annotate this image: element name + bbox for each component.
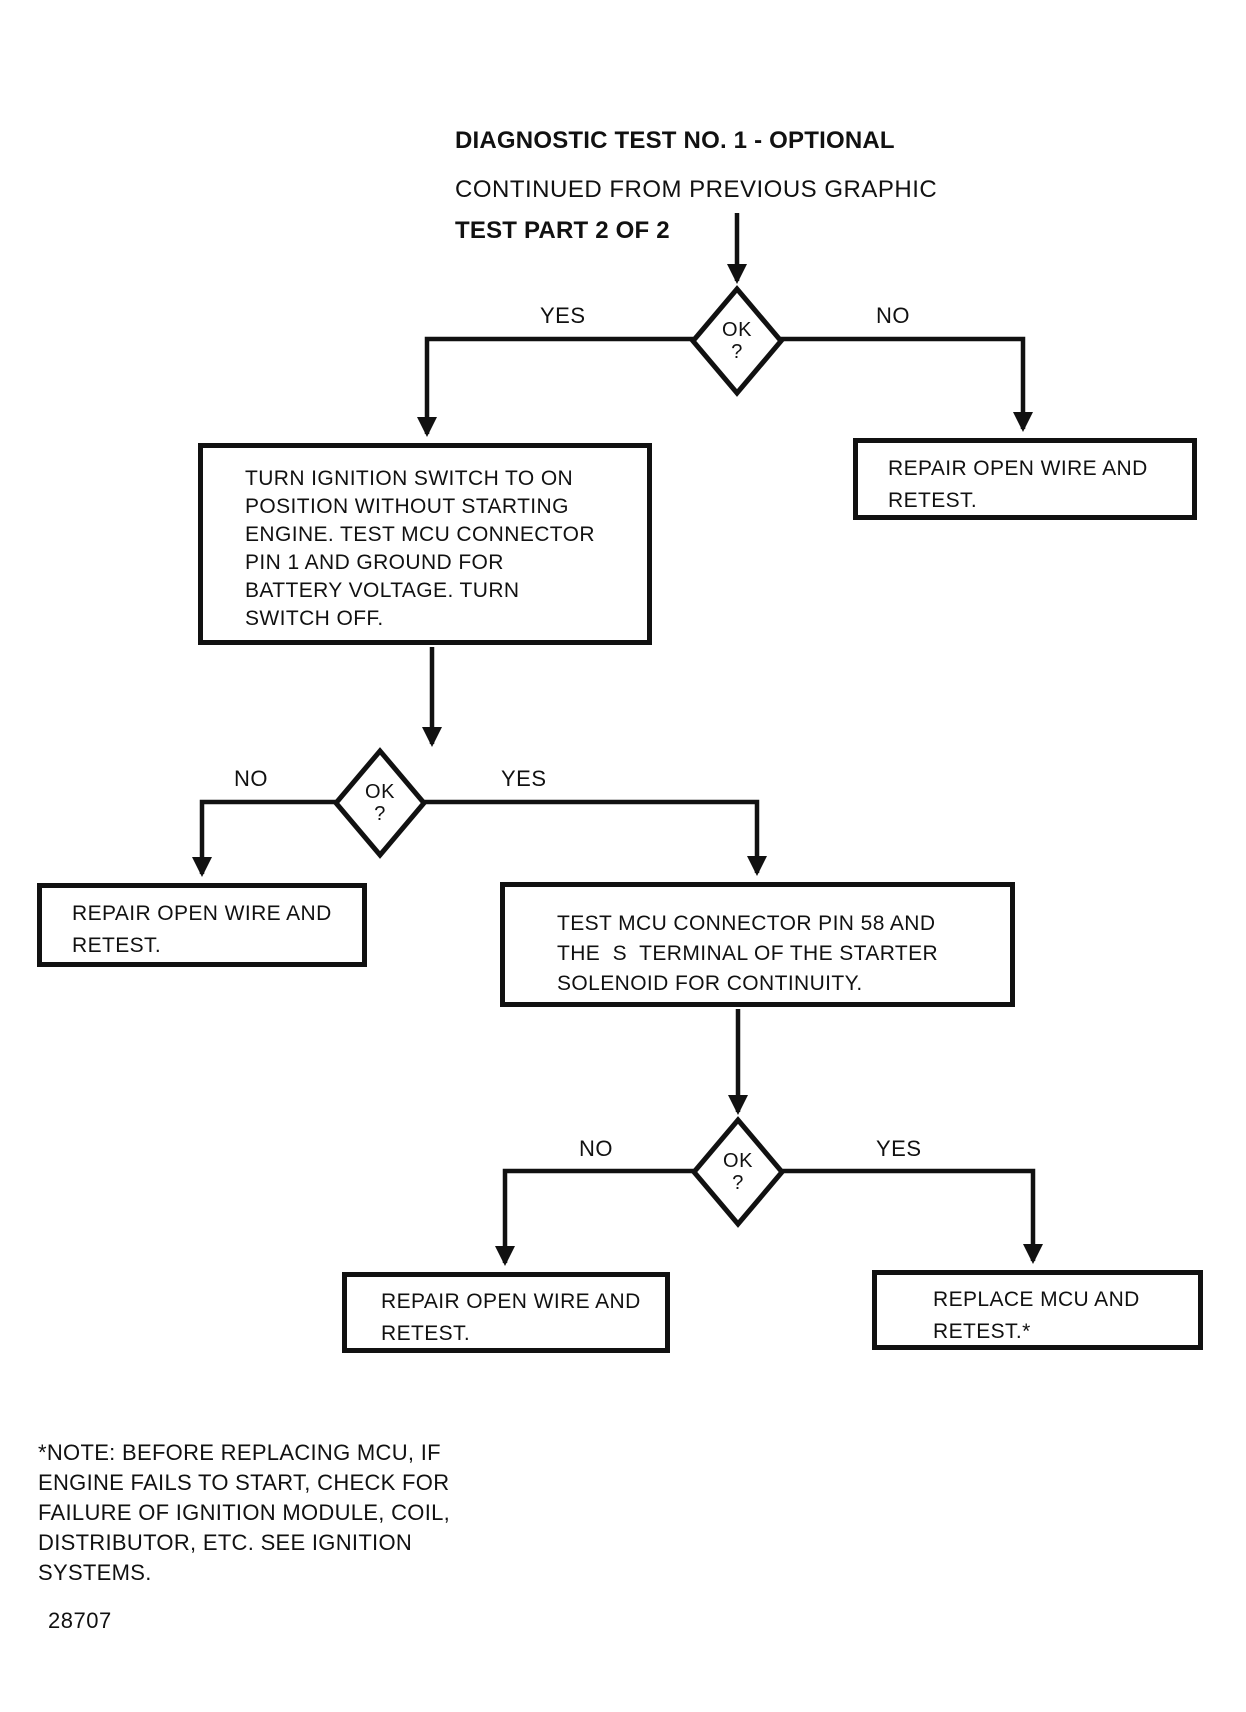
- box-text-line: RETEST.: [381, 1322, 471, 1345]
- decision-diamond-2-shape: [332, 747, 428, 859]
- box-text-line: REPLACE MCU AND: [933, 1288, 1140, 1311]
- connector-d2-yes: [423, 799, 767, 876]
- decision-3-ok-text: OK: [723, 1150, 753, 1172]
- box-text-line: ENGINE. TEST MCU CONNECTOR: [245, 523, 595, 546]
- page-title-line2: TEST PART 2 OF 2: [455, 217, 670, 244]
- connector-d1-yes: [417, 336, 694, 437]
- box-text-line: REPAIR OPEN WIRE AND: [72, 902, 332, 925]
- process-box-repair-open-wire-bottom: REPAIR OPEN WIRE AND RETEST.: [342, 1272, 670, 1353]
- decision-3-question-mark: ?: [732, 1172, 744, 1194]
- box-text-line: RETEST.*: [933, 1320, 1031, 1343]
- process-box-repair-open-wire-top-right: REPAIR OPEN WIRE AND RETEST.: [853, 438, 1197, 520]
- footnote-line: SYSTEMS.: [38, 1560, 152, 1585]
- process-box-replace-mcu: REPLACE MCU AND RETEST.*: [872, 1270, 1203, 1350]
- process-box-test-mcu-pin-58: TEST MCU CONNECTOR PIN 58 AND THE S TERM…: [500, 882, 1015, 1007]
- footnote: *NOTE: BEFORE REPLACING MCU, IF ENGINE F…: [38, 1438, 450, 1588]
- process-box-repair-open-wire-middle-left: REPAIR OPEN WIRE AND RETEST.: [37, 883, 367, 967]
- footnote-line: FAILURE OF IGNITION MODULE, COIL,: [38, 1500, 451, 1525]
- page-title: DIAGNOSTIC TEST NO. 1 - OPTIONAL TEST PA…: [455, 66, 895, 306]
- page-title-line1: DIAGNOSTIC TEST NO. 1 - OPTIONAL: [455, 127, 895, 154]
- box-text-line: REPAIR OPEN WIRE AND: [381, 1290, 641, 1313]
- decision-1-ok-text: OK: [722, 319, 752, 341]
- branch-label-d2-no: NO: [234, 766, 268, 791]
- box-text-line: SWITCH OFF.: [245, 607, 384, 630]
- decision-diamond-1-shape: [689, 285, 785, 397]
- decision-diamond-2-label: OK ?: [336, 781, 424, 825]
- box-text-line: RETEST.: [888, 489, 978, 512]
- continued-from-previous-graphic-label: CONTINUED FROM PREVIOUS GRAPHIC: [455, 176, 938, 203]
- branch-label-d1-no: NO: [876, 303, 910, 328]
- box-text-line: RETEST.: [72, 934, 162, 957]
- connector-d3-no: [495, 1168, 695, 1266]
- box-text-line: REPAIR OPEN WIRE AND: [888, 457, 1148, 480]
- figure-number: 28707: [48, 1608, 112, 1633]
- branch-label-d3-yes: YES: [876, 1136, 922, 1161]
- decision-2-question-mark: ?: [374, 803, 386, 825]
- connector-d3-yes: [781, 1168, 1043, 1264]
- branch-label-d1-yes: YES: [540, 303, 586, 328]
- decision-diamond-3-label: OK ?: [694, 1150, 782, 1194]
- footnote-line: *NOTE: BEFORE REPLACING MCU, IF: [38, 1440, 441, 1465]
- process-box-turn-ignition-switch: TURN IGNITION SWITCH TO ON POSITION WITH…: [198, 443, 652, 645]
- box-text-line: BATTERY VOLTAGE. TURN: [245, 579, 520, 602]
- footnote-line: DISTRIBUTOR, ETC. SEE IGNITION: [38, 1530, 413, 1555]
- box-text-line: PIN 1 AND GROUND FOR: [245, 551, 504, 574]
- connector-d2-no: [192, 799, 337, 877]
- footnote-line: ENGINE FAILS TO START, CHECK FOR: [38, 1470, 450, 1495]
- decision-diamond-1-label: OK ?: [693, 319, 781, 363]
- branch-label-d2-yes: YES: [501, 766, 547, 791]
- box-text-line: TURN IGNITION SWITCH TO ON: [245, 467, 574, 490]
- decision-2-ok-text: OK: [365, 781, 395, 803]
- box-text-line: POSITION WITHOUT STARTING: [245, 495, 569, 518]
- box-text-line: SOLENOID FOR CONTINUITY.: [557, 972, 863, 995]
- decision-diamond-3-shape: [690, 1116, 786, 1228]
- connector-d1-no: [780, 336, 1033, 432]
- branch-label-d3-no: NO: [579, 1136, 613, 1161]
- box-text-line: TEST MCU CONNECTOR PIN 58 AND: [557, 912, 936, 935]
- decision-1-question-mark: ?: [731, 341, 743, 363]
- box-text-line: THE S TERMINAL OF THE STARTER: [557, 942, 939, 965]
